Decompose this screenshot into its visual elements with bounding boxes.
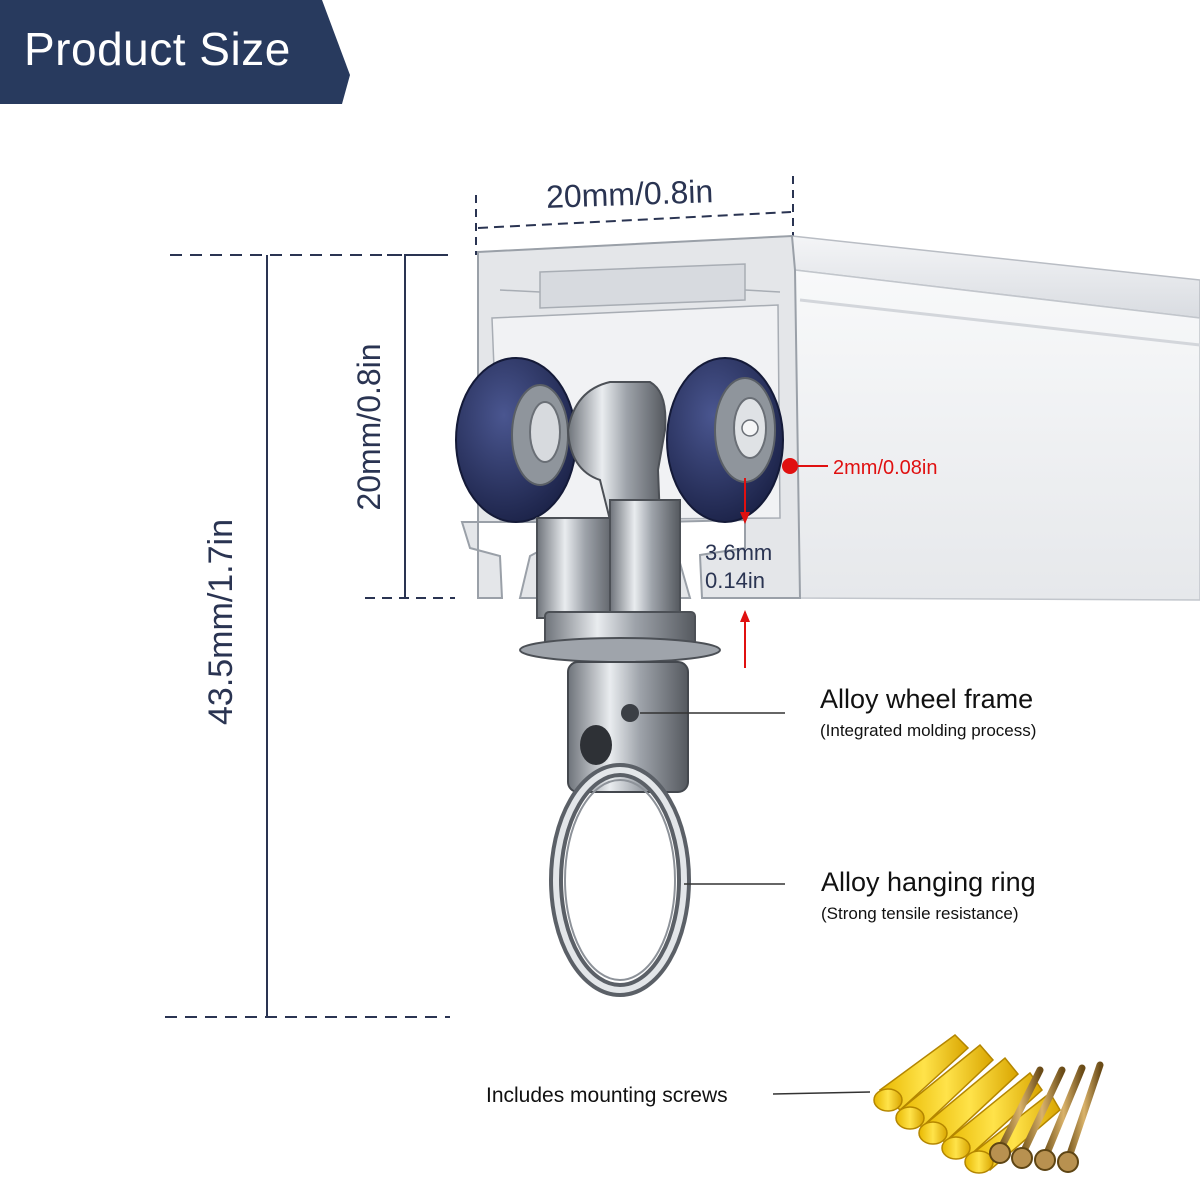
gap-markers [740, 458, 828, 668]
callout-wheel-frame-title: Alloy wheel frame [820, 684, 1034, 714]
lip-label-mm: 3.6mm [705, 540, 772, 565]
page-title: Product Size [24, 23, 291, 75]
lip-label-in: 0.14in [705, 568, 765, 593]
roller-wheel-left [455, 357, 577, 523]
track-width-label: 20mm/0.8in [545, 173, 713, 215]
callout-wheel-frame-note: (Integrated molding process) [820, 721, 1037, 740]
callout-wheel-frame: Alloy wheel frame (Integrated molding pr… [820, 684, 1036, 741]
title-badge [0, 0, 350, 104]
gap-label: 2mm/0.08in [833, 457, 938, 479]
callout-leaders [640, 712, 871, 1095]
callout-hanging-ring-note: (Strong tensile resistance) [821, 904, 1019, 923]
total-height-label: 43.5mm/1.7in [202, 519, 240, 725]
swivel-barrel [567, 661, 689, 793]
dimension-lines [165, 176, 794, 1018]
mounting-screws-image [873, 1034, 1104, 1174]
track-height-label: 20mm/0.8in [351, 343, 387, 510]
wheel-frame [519, 381, 721, 663]
hanging-ring [549, 763, 691, 997]
callout-screws: Includes mounting screws [486, 1084, 728, 1107]
roller-wheel-right [666, 357, 784, 523]
callout-hanging-ring-title: Alloy hanging ring [821, 867, 1036, 897]
callout-hanging-ring: Alloy hanging ring (Strong tensile resis… [821, 867, 1036, 924]
